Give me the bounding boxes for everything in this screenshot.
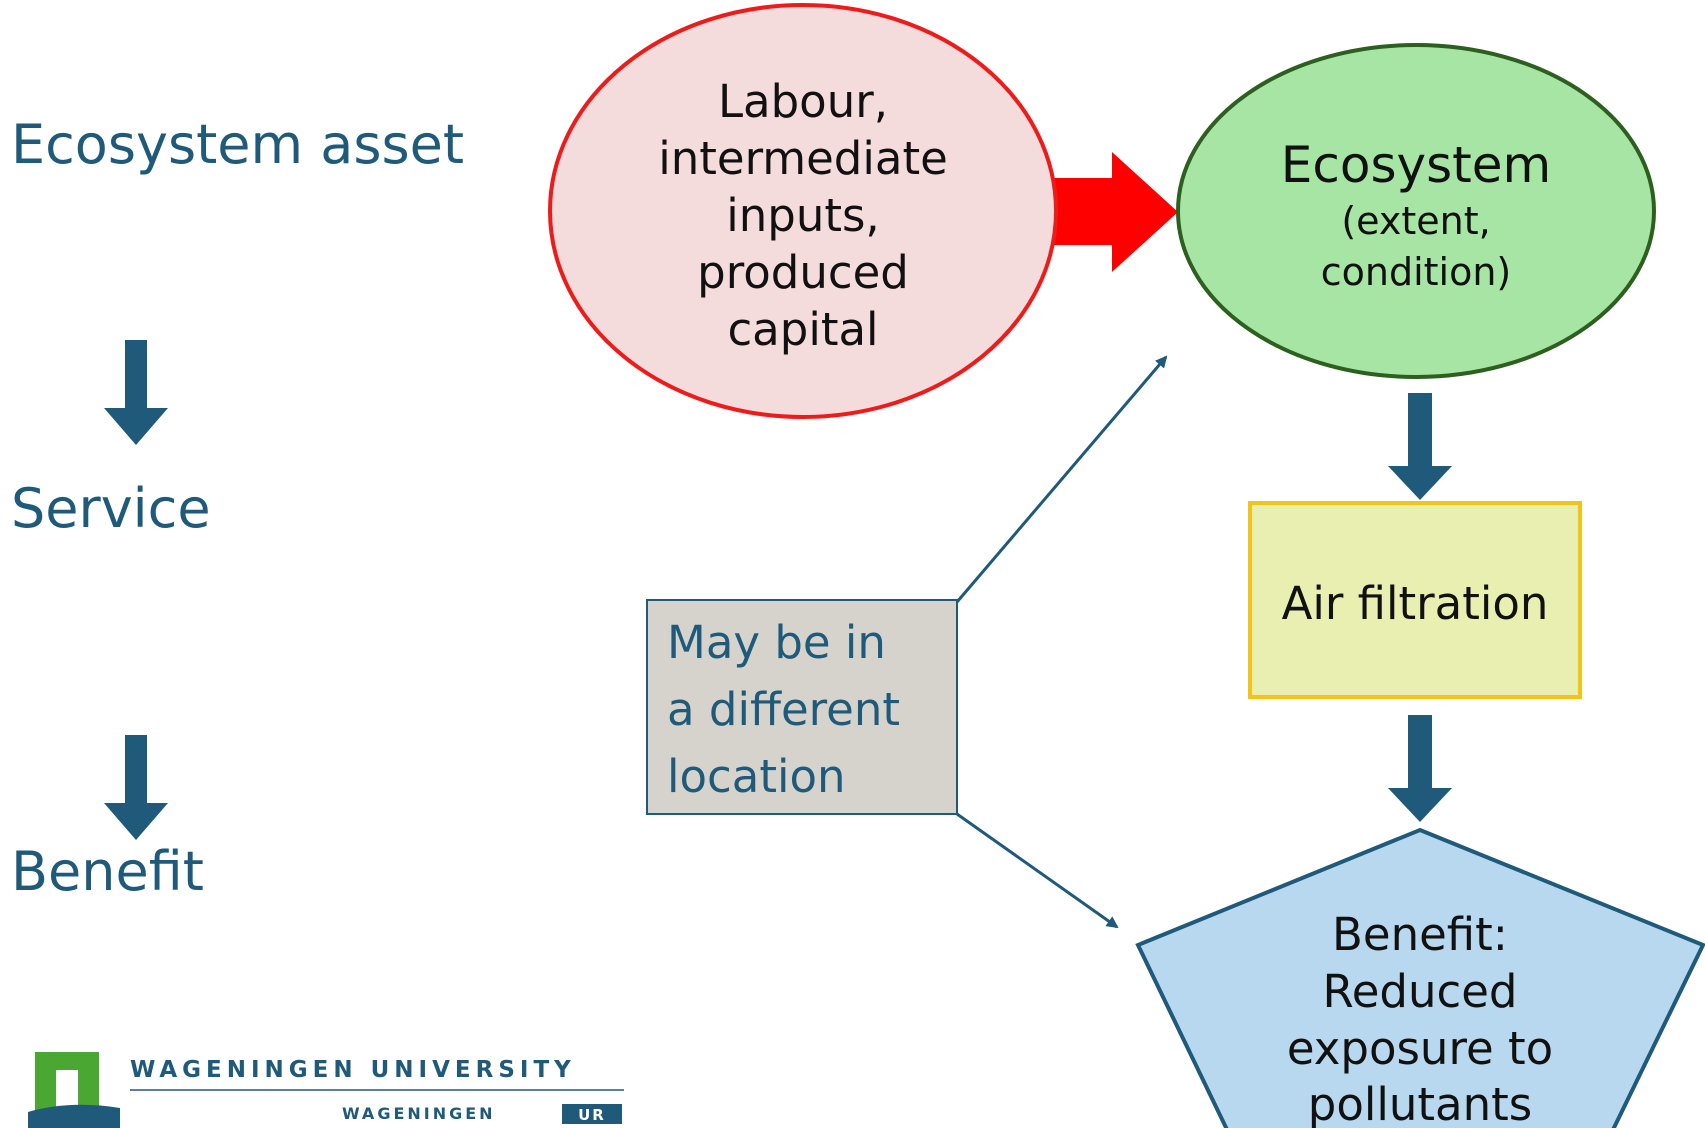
inputs-line-1: Labour,	[718, 75, 888, 128]
level-down-arrow-2	[104, 735, 168, 840]
inputs-line-3: inputs,	[726, 189, 880, 242]
ecosystem-title: Ecosystem	[1281, 136, 1551, 194]
benefit-text: Benefit: Reduced exposure to pollutants	[1287, 908, 1553, 1128]
ecosystem-text: Ecosystem (extent, condition)	[1281, 136, 1551, 294]
input-to-ecosystem-arrow	[1045, 152, 1178, 272]
level-down-arrow-1	[104, 340, 168, 445]
logo-ur-prefix: WAGENINGEN	[342, 1104, 496, 1123]
logo-university-text: WAGENINGEN UNIVERSITY	[130, 1057, 576, 1083]
level-service-label: Service	[11, 477, 211, 540]
logo-door	[56, 1070, 78, 1112]
note-to-ecosystem-arrow	[955, 355, 1168, 603]
inputs-line-5: capital	[727, 303, 878, 356]
inputs-ellipse	[548, 3, 1058, 419]
inputs-line-2: intermediate	[658, 132, 948, 185]
logo-ur-badge	[562, 1104, 622, 1124]
logo-wave	[28, 1104, 120, 1128]
level-benefit-label: Benefit	[11, 840, 204, 903]
benefit-line-1: Benefit:	[1332, 908, 1508, 961]
location-note-line-1: May be in	[667, 616, 886, 669]
ecosystem-subtitle-2: condition)	[1321, 250, 1512, 294]
level-asset-label: Ecosystem asset	[11, 113, 464, 176]
note-to-benefit-arrow	[956, 812, 1119, 929]
service-to-benefit-arrow	[1388, 715, 1452, 822]
inputs-line-4: produced	[697, 246, 909, 299]
benefit-pentagon	[1135, 827, 1705, 1128]
location-note-line-2: a different	[667, 683, 900, 736]
location-note-line-3: location	[667, 750, 846, 803]
logo-ur-badge-text: UR	[578, 1106, 606, 1124]
ecosystem-to-service-arrow	[1388, 393, 1452, 500]
wageningen-logo: WAGENINGEN UNIVERSITY WAGENINGEN UR	[28, 1052, 624, 1128]
air-filtration-box	[1248, 501, 1582, 699]
inputs-text: Labour, intermediate inputs, produced ca…	[658, 75, 948, 356]
benefit-line-3: exposure to	[1287, 1022, 1553, 1075]
location-note-text: May be in a different location	[667, 616, 900, 803]
air-filtration-label: Air filtration	[1282, 577, 1549, 630]
benefit-line-4: pollutants	[1308, 1078, 1532, 1128]
ecosystem-subtitle-1: (extent,	[1341, 199, 1490, 243]
benefit-line-2: Reduced	[1322, 965, 1517, 1018]
location-note-box	[646, 599, 958, 815]
ecosystem-ellipse	[1176, 43, 1656, 379]
